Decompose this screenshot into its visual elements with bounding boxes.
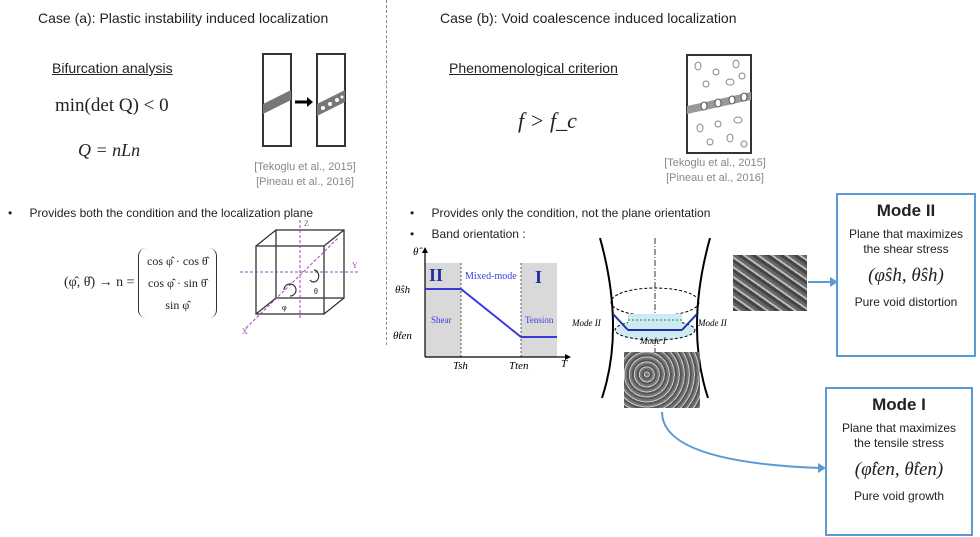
plot-y-sh: θ̂sh [395, 284, 411, 296]
plot-y-ten: θ̂ten [393, 330, 412, 342]
case-b-header: Case (b): Void coalescence induced local… [440, 10, 737, 26]
plot-xlabel: T [561, 358, 568, 370]
tensile-fractograph [624, 352, 700, 408]
axis-z-label: Z [304, 219, 309, 228]
angles-equation: (φ̂, θ̂) → n = [64, 275, 135, 291]
citation-b-1: [Tekoglu et al., 2015] [664, 157, 766, 169]
bullet-b2: • Band orientation : [410, 227, 526, 241]
theta-label: θ [314, 287, 318, 296]
phi-label: φ [282, 303, 287, 312]
bifurcation-subheader: Bifurcation analysis [52, 60, 173, 76]
axis-y-label: Y [352, 261, 358, 270]
necking-specimen-sketch: Mode II Mode II Mode I [571, 238, 728, 399]
void-specimen-sketch [686, 54, 752, 154]
plot-x-ten: Tten [509, 360, 529, 372]
bullet-b2-text: Band orientation : [431, 227, 526, 241]
vector-row-3: sin φ̂ [165, 298, 190, 312]
coalescence-eq-text: f > f_c [518, 108, 577, 133]
sketch-mode-i: Mode I [639, 336, 667, 346]
mode-i-desc-1: Plane that maximizes [841, 421, 957, 435]
bullet-b1-text: Provides only the condition, not the pla… [431, 206, 711, 220]
cube-axes-sketch: Z Y X θ φ [240, 219, 358, 336]
normal-vector: cos φ̂ · cos θ̂ cos φ̂ · sin θ̂ sin φ̂ [138, 248, 217, 318]
citation-b-2: [Pineau et al., 2016] [666, 172, 764, 184]
mode-ii-note: Pure void distortion [854, 295, 958, 309]
phenomenological-subheader: Phenomenological criterion [449, 60, 618, 76]
region-i-label: I [535, 267, 542, 287]
bullet-a: • Provides both the condition and the lo… [8, 206, 313, 220]
mode-ii-desc-2: the shear stress [863, 242, 949, 256]
shear-label: Shear [431, 315, 452, 325]
mode-i-formula: (φ̂ten, θ̂ten) [854, 459, 944, 480]
plastic-band-sketch [262, 53, 346, 147]
mode-ii-box: Mode II Plane that maximizes the shear s… [836, 193, 976, 357]
region-ii-label: II [429, 265, 443, 285]
bifurcation-eq2: Q = nLn [78, 140, 140, 161]
plot-x-sh: Tsh [453, 360, 468, 372]
plot-ylabel: θ̂ [413, 246, 423, 258]
mode-i-desc: Plane that maximizes the tensile stress [827, 421, 971, 451]
citation-a: [Tekoglu et al., 2015] [Pineau et al., 2… [240, 160, 370, 190]
mode-ii-formula: (φ̂sh, θ̂sh) [868, 265, 944, 286]
coalescence-eq: f > f_c [518, 108, 577, 134]
tension-label: Tension [525, 315, 554, 325]
sketch-mode-ii-right: Mode II [697, 318, 728, 328]
mode-ii-desc: Plane that maximizes the shear stress [838, 227, 974, 257]
mode-i-box: Mode I Plane that maximizes the tensile … [825, 387, 973, 536]
bullet-dot: • [8, 206, 13, 220]
center-divider [386, 0, 387, 345]
shear-fractograph [733, 255, 807, 311]
mode-i-note: Pure void growth [853, 489, 945, 503]
bifurcation-eq2-text: Q = nLn [78, 140, 141, 160]
angles-equation-text: (φ̂, θ̂) → n = [64, 275, 135, 290]
bifurcation-eq1: min(det Q) < 0 [55, 95, 169, 117]
citation-b: [Tekoglu et al., 2015] [Pineau et al., 2… [650, 156, 780, 186]
band-orientation-plot: θ̂ θ̂sh θ̂ten Tsh Tten T II I Mixed-mode… [393, 246, 571, 372]
mixed-mode-label: Mixed-mode [465, 271, 517, 282]
citation-a-2: [Pineau et al., 2016] [256, 176, 354, 188]
bullet-a-text: Provides both the condition and the loca… [29, 206, 314, 220]
vector-row-1: cos φ̂ · cos θ̂ [147, 254, 208, 268]
sketch-mode-ii-left: Mode II [571, 318, 602, 328]
mode-ii-desc-1: Plane that maximizes [848, 227, 964, 241]
case-a-header: Case (a): Plastic instability induced lo… [38, 10, 329, 26]
bifurcation-eq1-text: min(det Q) < 0 [55, 95, 169, 116]
mode-ii-title: Mode II [876, 201, 936, 220]
bullet-dot: • [410, 206, 415, 220]
mode-i-title: Mode I [872, 395, 926, 414]
mode-i-desc-2: the tensile stress [853, 436, 945, 450]
axis-x-label: X [242, 327, 248, 336]
bullet-b1: • Provides only the condition, not the p… [410, 206, 710, 220]
vector-row-2: cos φ̂ · sin θ̂ [148, 276, 207, 290]
bullet-dot: • [410, 227, 415, 241]
citation-a-1: [Tekoglu et al., 2015] [254, 161, 356, 173]
